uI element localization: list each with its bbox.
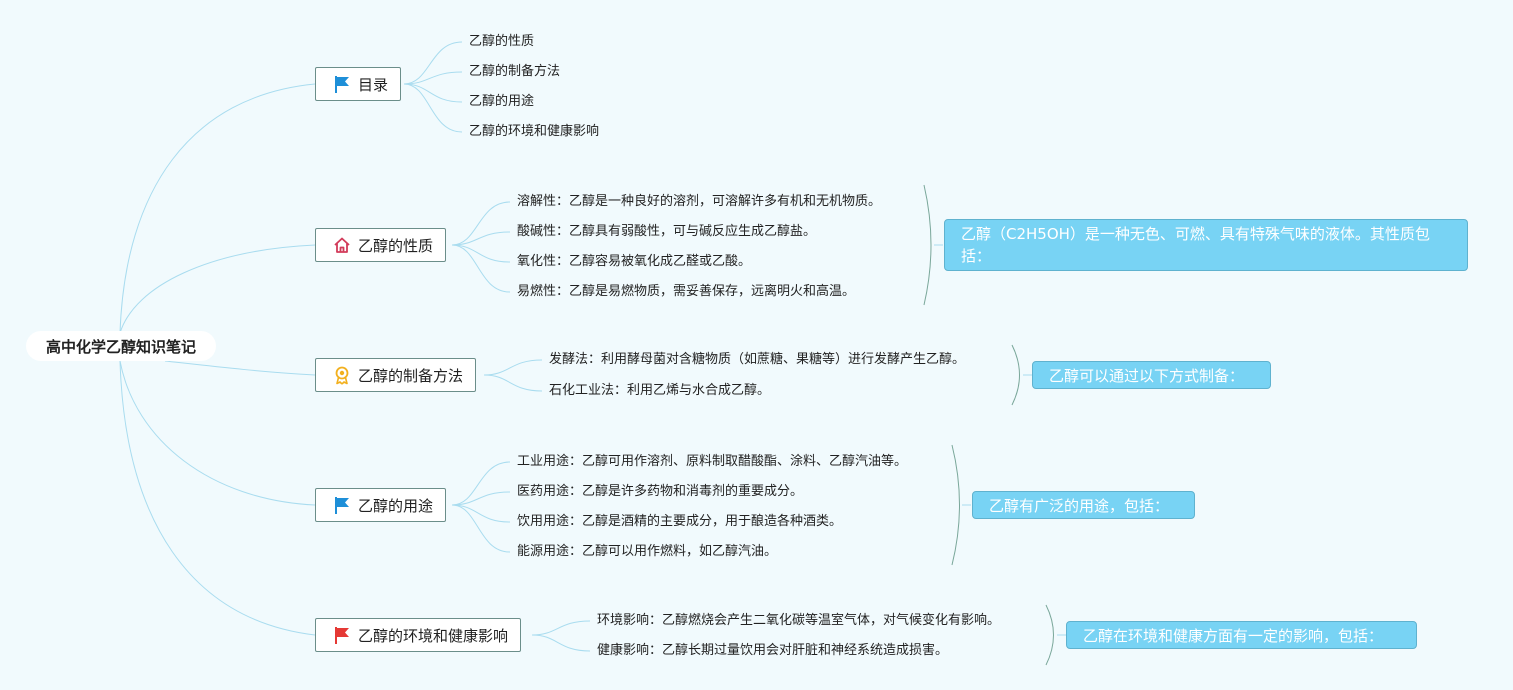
root-topic-label: 高中化学乙醇知识笔记 bbox=[45, 337, 196, 356]
leaf-item[interactable]: 溶解性：乙醇是一种良好的溶剂，可溶解许多有机和无机物质。 bbox=[517, 194, 882, 209]
leaf-item[interactable]: 易燃性：乙醇是易燃物质，需妥善保存，远离明火和高温。 bbox=[517, 284, 856, 299]
connector-root-branch-3 bbox=[164, 360, 316, 376]
leaf-item[interactable]: 环境影响：乙醇燃烧会产生二氧化碳等温室气体，对气候变化有影响。 bbox=[597, 613, 1001, 628]
summary-preparation[interactable]: 乙醇可以通过以下方式制备： bbox=[1032, 361, 1271, 389]
leaf-item[interactable]: 健康影响：乙醇长期过量饮用会对肝脏和神经系统造成损害。 bbox=[597, 643, 949, 658]
branch-label: 乙醇的用途 bbox=[358, 496, 434, 515]
branch-uses[interactable]: 乙醇的用途 bbox=[315, 488, 447, 522]
house-icon bbox=[332, 235, 352, 255]
branch-label: 乙醇的制备方法 bbox=[358, 366, 464, 385]
connector-root-branch-1 bbox=[119, 83, 316, 334]
leaf-item[interactable]: 酸碱性：乙醇具有弱酸性，可与碱反应生成乙醇盐。 bbox=[517, 224, 817, 239]
leaf-item[interactable]: 乙醇的用途 bbox=[469, 94, 535, 109]
branch-label: 乙醇的环境和健康影响 bbox=[358, 626, 509, 645]
branch-preparation[interactable]: 乙醇的制备方法 bbox=[315, 358, 477, 392]
blue-flag-icon bbox=[332, 74, 352, 94]
branch-contents[interactable]: 目录 bbox=[315, 67, 402, 101]
leaf-item[interactable]: 乙醇的制备方法 bbox=[469, 64, 561, 79]
branch-properties[interactable]: 乙醇的性质 bbox=[315, 228, 447, 262]
leaf-item[interactable]: 石化工业法：利用乙烯与水合成乙醇。 bbox=[549, 383, 771, 398]
leaf-item[interactable]: 发酵法：利用酵母菌对含糖物质（如蔗糖、果糖等）进行发酵产生乙醇。 bbox=[549, 352, 966, 367]
root-topic[interactable]: 高中化学乙醇知识笔记 bbox=[26, 331, 216, 361]
leaf-item[interactable]: 氧化性：乙醇容易被氧化成乙醛或乙酸。 bbox=[517, 254, 752, 269]
leaf-item[interactable]: 医药用途：乙醇是许多药物和消毒剂的重要成分。 bbox=[517, 484, 804, 499]
award-ribbon-icon bbox=[332, 365, 352, 385]
brace-branch-3 bbox=[1011, 344, 1020, 406]
leaf-item[interactable]: 饮用用途：乙醇是酒精的主要成分，用于酿造各种酒类。 bbox=[517, 514, 843, 529]
leaf-item[interactable]: 乙醇的环境和健康影响 bbox=[469, 124, 600, 139]
connector-root-branch-2 bbox=[119, 244, 316, 334]
blue-flag-icon bbox=[332, 495, 352, 515]
red-flag-icon bbox=[332, 625, 352, 645]
leaf-item[interactable]: 乙醇的性质 bbox=[469, 34, 535, 49]
brace-branch-2 bbox=[923, 184, 932, 306]
branch-environment-health[interactable]: 乙醇的环境和健康影响 bbox=[315, 618, 522, 652]
brace-branch-5 bbox=[1045, 604, 1054, 666]
leaf-item[interactable]: 工业用途：乙醇可用作溶剂、原料制取醋酸酯、涂料、乙醇汽油等。 bbox=[517, 454, 908, 469]
branch-label: 乙醇的性质 bbox=[358, 236, 434, 255]
connector-root-branch-5 bbox=[119, 360, 316, 636]
summary-uses[interactable]: 乙醇有广泛的用途，包括： bbox=[972, 491, 1195, 519]
connector-root-branch-4 bbox=[119, 360, 316, 506]
branch-label: 目录 bbox=[358, 75, 389, 94]
summary-environment-health[interactable]: 乙醇在环境和健康方面有一定的影响，包括： bbox=[1066, 621, 1417, 649]
leaf-item[interactable]: 能源用途：乙醇可以用作燃料，如乙醇汽油。 bbox=[517, 544, 778, 559]
summary-properties[interactable]: 乙醇（C2H5OH）是一种无色、可燃、具有特殊气味的液体。其性质包括： bbox=[944, 219, 1468, 271]
brace-branch-4 bbox=[951, 444, 960, 566]
